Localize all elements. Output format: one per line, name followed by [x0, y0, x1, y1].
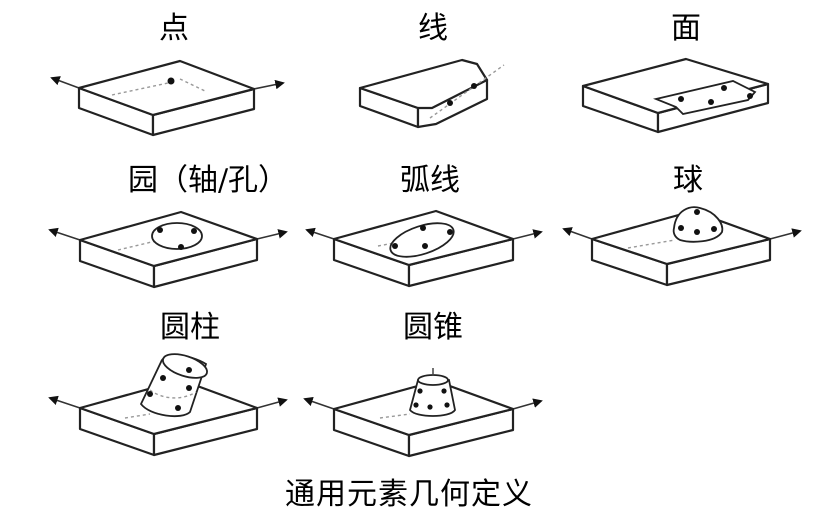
- cylinder-point-3: [186, 385, 192, 391]
- axis-arrow-left: [48, 395, 81, 409]
- axis-arrow-left: [303, 396, 335, 410]
- sphere-point-2: [678, 225, 684, 231]
- plate-with-circle-icon: [48, 210, 288, 289]
- cylinder-point-4: [147, 391, 153, 397]
- figure-caption: 通用元素几何定义: [285, 477, 533, 512]
- point-marker: [167, 77, 175, 85]
- cylinder-top: [162, 353, 208, 379]
- block-with-plane-icon: [581, 57, 770, 134]
- axis-arrow-right: [512, 229, 543, 240]
- arc-point-1: [392, 243, 398, 249]
- plate-with-cylinder-icon: [48, 353, 288, 457]
- circle-point-2: [191, 228, 197, 234]
- arc-point-3: [447, 229, 453, 235]
- sphere-feature: [672, 206, 724, 243]
- axis-arrow-left: [562, 227, 593, 240]
- axis-arrow-left: [48, 227, 81, 241]
- plane-point-4: [747, 93, 753, 99]
- cylinder-point-2: [160, 375, 166, 381]
- sphere-point-3: [694, 229, 700, 235]
- axis-arrow-right: [256, 397, 288, 409]
- axis-arrow-right: [256, 229, 288, 240]
- label-arc: 弧线: [400, 163, 460, 198]
- plate-top-face: [77, 59, 256, 117]
- plane-point-1: [678, 96, 684, 102]
- cone-top: [417, 374, 449, 386]
- arc-point-4: [422, 243, 428, 249]
- axis-arrow-right: [253, 79, 285, 90]
- block-top-face: [581, 57, 770, 115]
- arc-point-2: [420, 225, 426, 231]
- axis-arrow-left: [50, 76, 80, 89]
- axis-arrow-left: [305, 227, 335, 240]
- label-cylinder: 圆柱: [160, 310, 220, 345]
- sphere-point-1: [694, 209, 700, 215]
- plane-point-3: [721, 85, 727, 91]
- plate-with-point-icon: [50, 59, 285, 137]
- label-line: 线: [418, 11, 448, 46]
- cylinder-point-5: [175, 405, 181, 411]
- cone-point-2: [441, 388, 447, 394]
- line-point-1: [447, 100, 453, 106]
- label-plane: 面: [671, 11, 701, 46]
- plane-region: [653, 80, 757, 115]
- label-circle: 园（轴/孔）: [127, 163, 289, 198]
- label-sphere: 球: [673, 163, 703, 198]
- arc-feature: [389, 222, 455, 258]
- cylinder-point-1: [186, 367, 192, 373]
- plate-with-arc-icon: [305, 209, 543, 288]
- plane-point-2: [708, 99, 714, 105]
- plate-with-cone-icon: [303, 368, 543, 458]
- plate-with-sphere-icon: [562, 206, 802, 287]
- circle-point-3: [178, 244, 184, 250]
- circle-feature: [151, 222, 203, 250]
- cone-point-3: [413, 402, 419, 408]
- axis-arrow-right: [769, 228, 802, 240]
- sphere-point-4: [711, 226, 717, 232]
- cone-point-4: [427, 404, 433, 410]
- block-with-line-icon: [358, 58, 505, 129]
- label-point: 点: [159, 11, 189, 46]
- axis-arrow-right: [512, 398, 543, 410]
- block-top-face: [358, 58, 489, 110]
- cone-point-5: [444, 402, 450, 408]
- cone-point-1: [417, 388, 423, 394]
- line-point-2: [471, 83, 477, 89]
- circle-point-1: [157, 227, 163, 233]
- label-cone: 圆锥: [403, 310, 463, 345]
